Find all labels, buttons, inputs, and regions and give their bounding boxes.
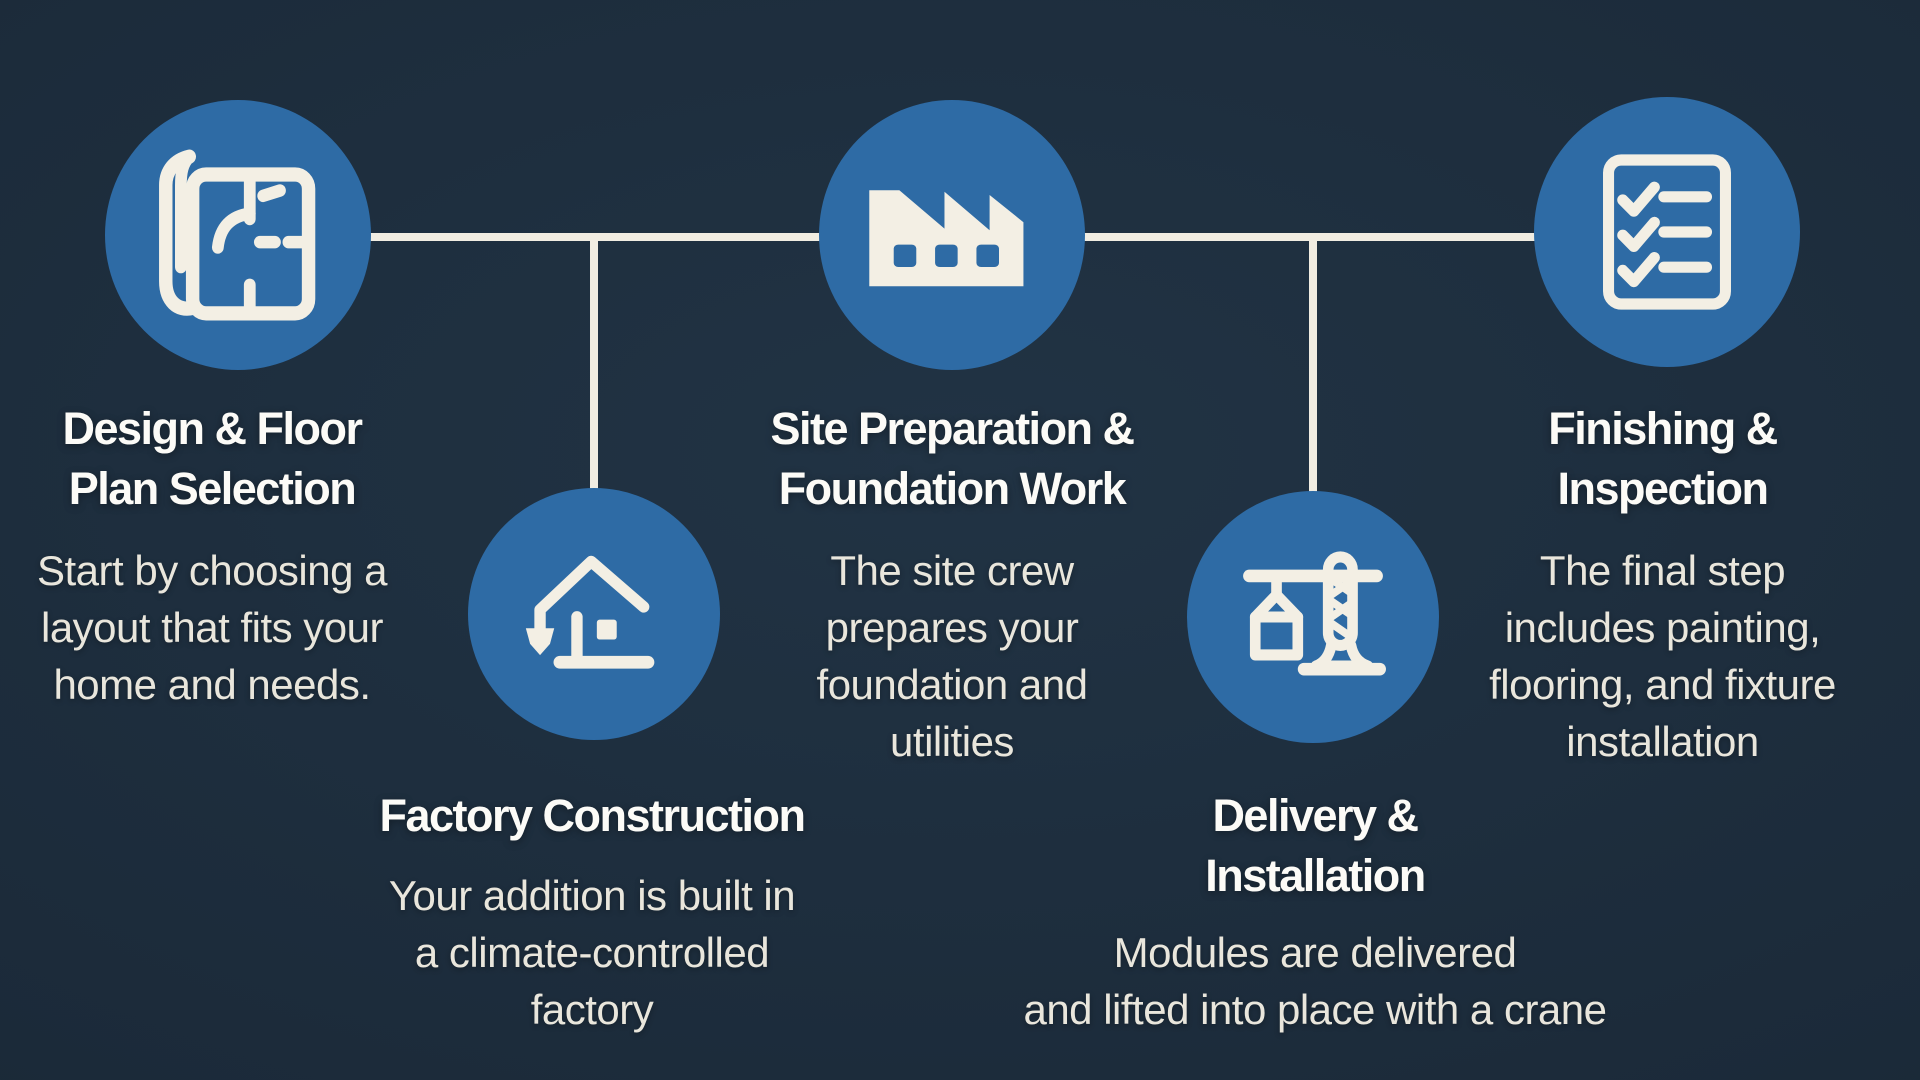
step-node-factory-construction [468, 488, 720, 740]
step-title: Delivery & Installation [1205, 790, 1426, 901]
step-title: Factory Construction [379, 790, 806, 841]
factory-icon [869, 190, 1024, 287]
step-title: Design & Floor Plan Selection [62, 403, 363, 514]
step-description: The final step includes painting, floori… [1489, 547, 1836, 765]
step-text-delivery: Delivery & Installation Modules are deli… [965, 786, 1665, 1038]
blueprint-icon [159, 149, 316, 321]
step-title: Site Preparation & Foundation Work [770, 403, 1135, 514]
step-description: Start by choosing a layout that fits you… [36, 547, 388, 708]
crane-icon [1243, 551, 1386, 676]
step-title: Finishing & Inspection [1548, 403, 1778, 514]
checklist-icon [1603, 154, 1731, 310]
step-node-site-preparation [819, 100, 1085, 370]
step-text-design: Design & Floor Plan Selection Start by c… [0, 399, 452, 713]
step-node-finishing [1534, 97, 1800, 367]
drop-connector-delivery [1309, 237, 1317, 497]
step-text-site-preparation: Site Preparation & Foundation Work The s… [712, 399, 1192, 770]
step-node-design [105, 100, 371, 370]
step-text-factory-construction: Factory Construction Your addition is bu… [322, 786, 862, 1038]
drop-connector-factory [590, 237, 598, 495]
house-construction-icon [525, 555, 655, 669]
step-description: Your addition is built in a climate-cont… [388, 872, 796, 1033]
step-description: The site crew prepares your foundation a… [816, 547, 1088, 765]
step-text-finishing: Finishing & Inspection The final step in… [1420, 399, 1905, 770]
step-node-delivery [1187, 491, 1439, 743]
step-description: Modules are delivered and lifted into pl… [1023, 929, 1607, 1033]
